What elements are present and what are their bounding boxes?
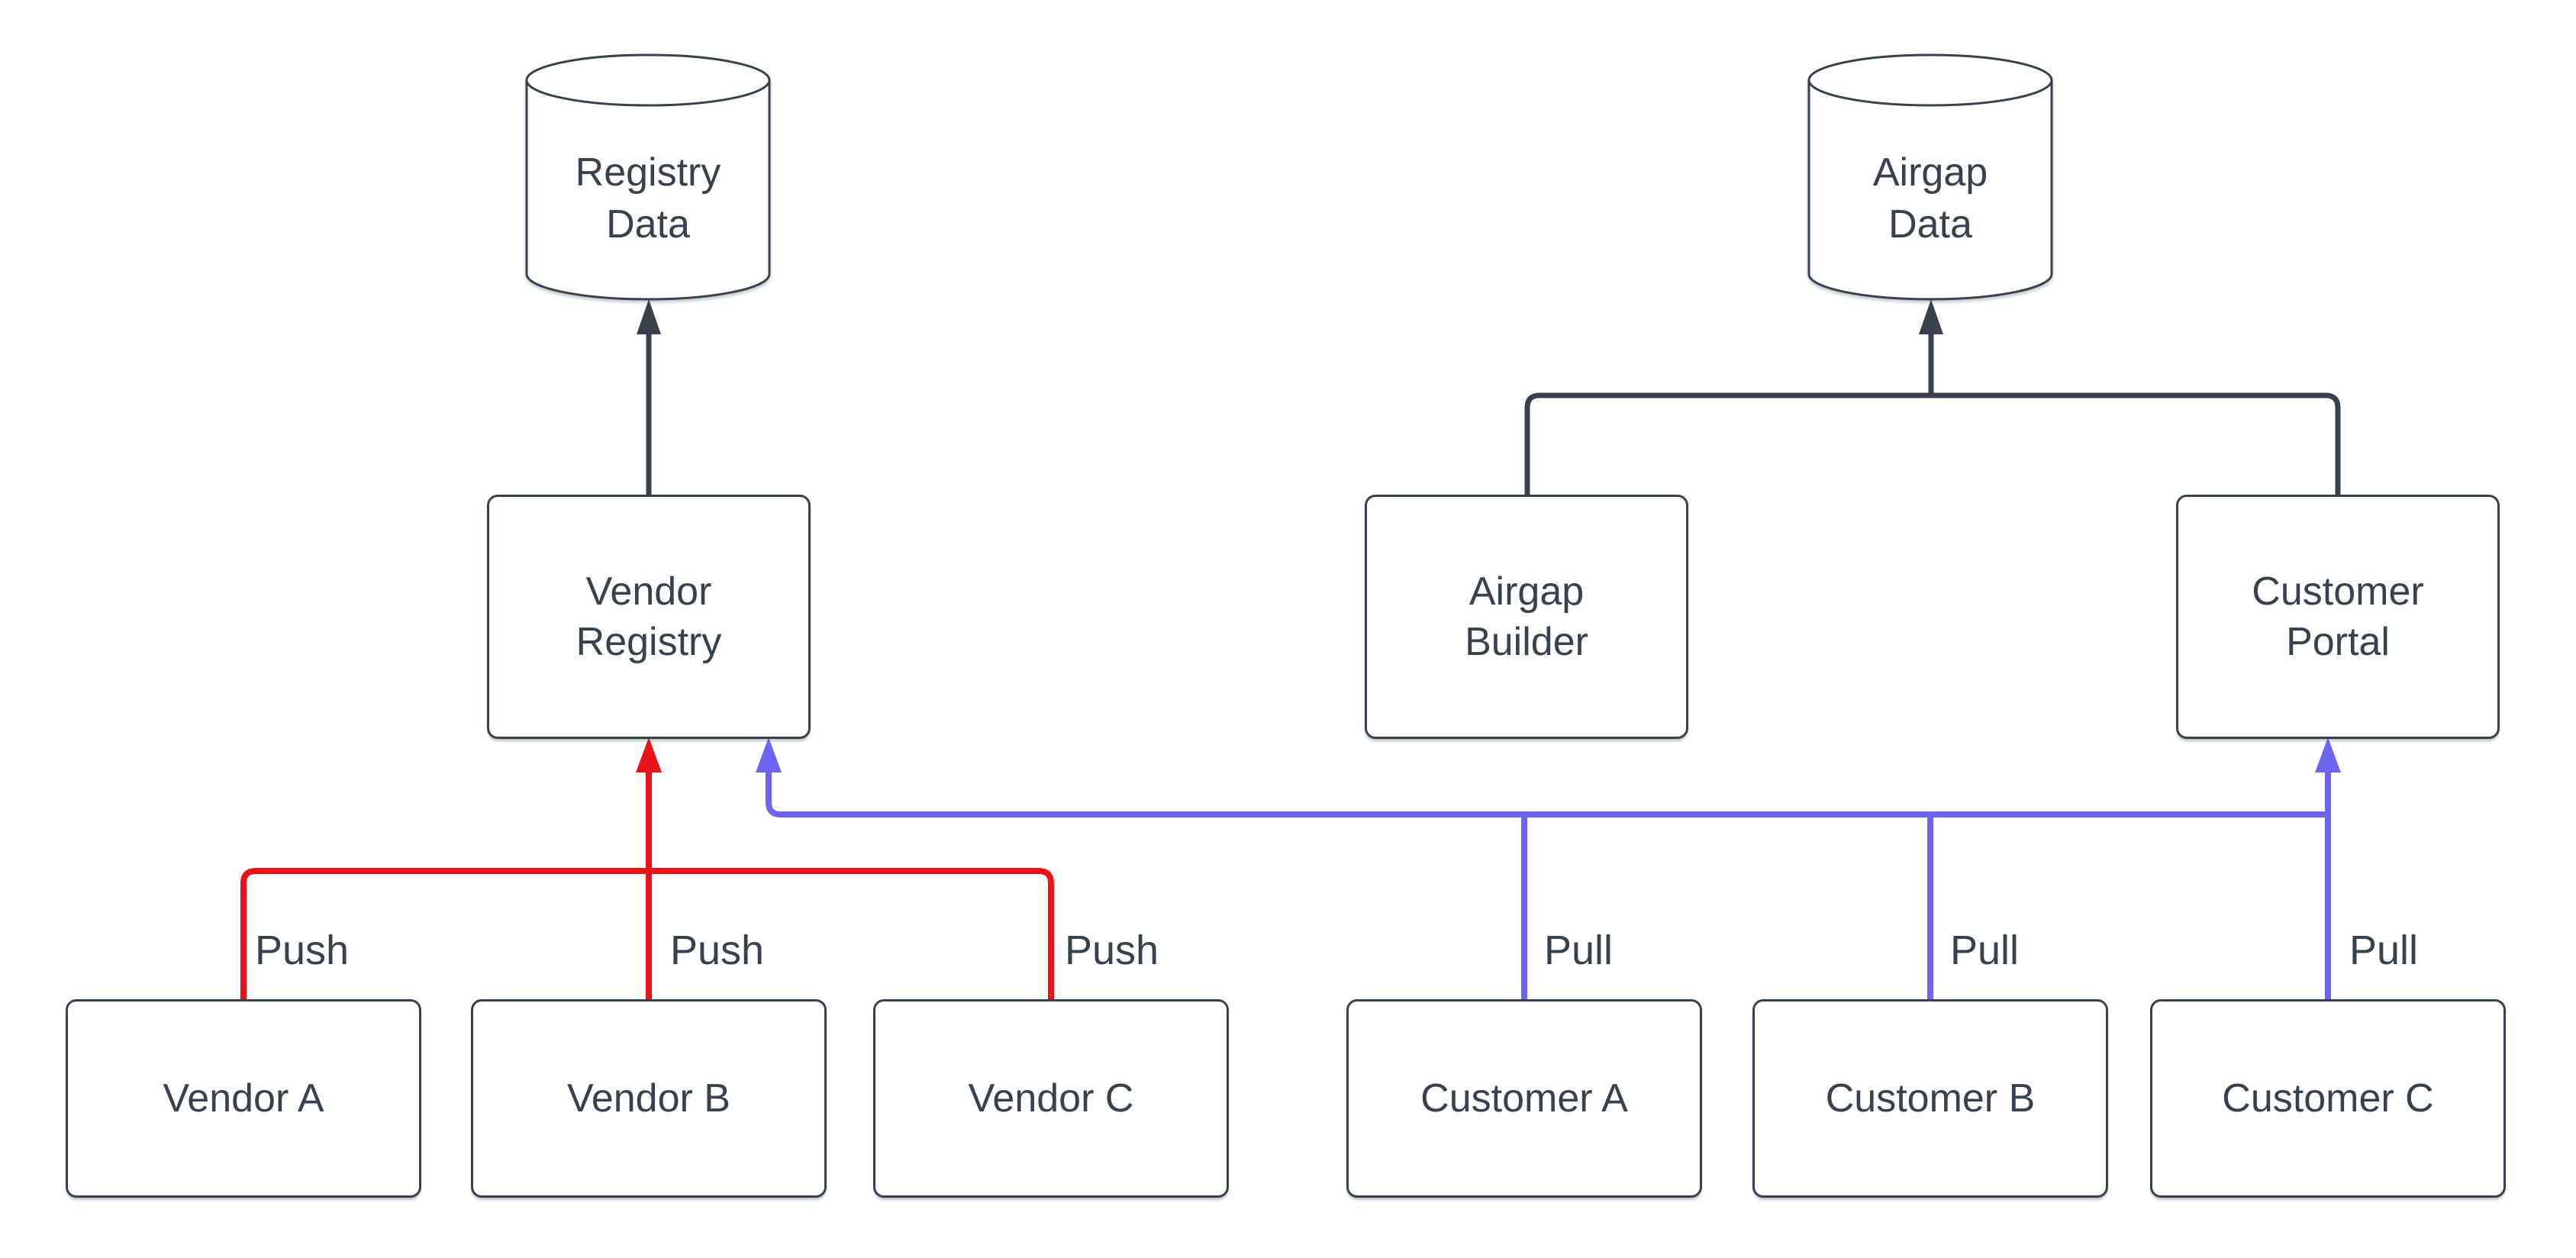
pull-label-customer-a: Pull <box>1544 927 1614 973</box>
vendor-a-label: Vendor A <box>163 1076 324 1121</box>
airgap-builder-label-line2: Builder <box>1465 620 1588 664</box>
airgap-data-label-line2: Data <box>1888 202 1972 247</box>
arrowhead-push-vendor-registry <box>636 737 662 773</box>
node-vendor-registry: Vendor Registry <box>487 495 811 739</box>
arrowhead-airgap-data <box>1919 299 1943 334</box>
customer-a-label: Customer A <box>1420 1076 1628 1121</box>
arrowhead-registry-data <box>637 299 661 334</box>
node-vendor-a: Vendor A <box>66 999 421 1198</box>
registry-data-label-line1: Registry <box>575 150 721 195</box>
customer-c-label: Customer C <box>2222 1076 2434 1121</box>
edge-pull-bus <box>766 771 2328 818</box>
customer-portal-label-line2: Portal <box>2286 620 2390 664</box>
registry-data-label-line2: Data <box>606 202 690 247</box>
vendor-registry-label-line1: Vendor <box>585 569 712 614</box>
node-airgap-builder: Airgap Builder <box>1365 495 1688 739</box>
vendor-b-label: Vendor B <box>567 1076 730 1121</box>
airgap-data-label: Airgap Data <box>1809 147 2052 250</box>
push-label-vendor-a: Push <box>255 927 350 973</box>
pull-label-customer-c: Pull <box>2349 927 2419 973</box>
node-customer-c: Customer C <box>2150 999 2506 1198</box>
airgap-data-label-line1: Airgap <box>1872 150 1988 195</box>
registry-data-cylinder-top <box>525 53 771 107</box>
vendor-c-label: Vendor C <box>968 1076 1134 1121</box>
airgap-builder-label-line1: Airgap <box>1469 569 1585 614</box>
airgap-data-cylinder-body <box>1807 80 2053 301</box>
arrowhead-pull-vendor-registry <box>756 737 782 773</box>
customer-portal-label-line1: Customer <box>2252 569 2424 614</box>
registry-data-cylinder <box>525 53 771 301</box>
node-vendor-b: Vendor B <box>471 999 827 1198</box>
vendor-registry-label-line2: Registry <box>575 620 722 664</box>
push-label-vendor-b: Push <box>670 927 765 973</box>
edge-airgap-builder-customer-portal-junction <box>1524 392 2341 495</box>
registry-data-cylinder-body <box>525 80 771 301</box>
node-customer-portal: Customer Portal <box>2176 495 2500 739</box>
node-vendor-c: Vendor C <box>873 999 1229 1198</box>
airgap-data-cylinder <box>1807 53 2053 301</box>
arrowhead-pull-customer-portal <box>2315 737 2341 773</box>
node-customer-b: Customer B <box>1752 999 2108 1198</box>
pull-label-customer-b: Pull <box>1950 927 2020 973</box>
customer-b-label: Customer B <box>1825 1076 2036 1121</box>
node-customer-a: Customer A <box>1346 999 1702 1198</box>
push-label-vendor-c: Push <box>1065 927 1159 973</box>
registry-data-label: Registry Data <box>527 147 769 250</box>
airgap-data-cylinder-top <box>1807 53 2053 107</box>
